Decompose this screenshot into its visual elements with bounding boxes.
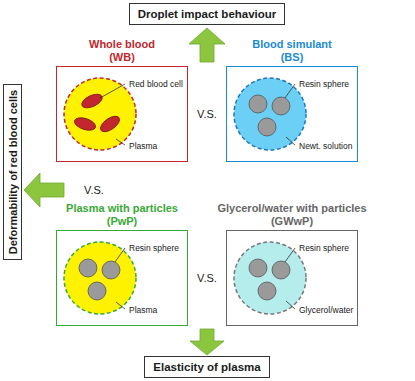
resin-sphere <box>249 95 267 113</box>
part-label: Plasma <box>129 305 157 315</box>
part-label: Resin sphere <box>129 243 179 253</box>
versus-label: V.S. <box>197 108 217 121</box>
resin-sphere <box>102 261 120 279</box>
part-label: Glycerol/water <box>299 305 353 315</box>
resin-sphere <box>79 259 97 277</box>
part-label: Red blood cell <box>129 79 183 89</box>
block-arrow <box>189 28 225 62</box>
leader-line <box>286 137 295 145</box>
resin-sphere <box>258 118 276 136</box>
resin-sphere <box>272 97 290 115</box>
resin-sphere <box>272 261 290 279</box>
sample-panel: Glycerol/water with particles (GWwP)Resi… <box>226 230 358 326</box>
result-box: Elasticity of plasma <box>144 356 269 378</box>
part-label: Resin sphere <box>299 79 349 89</box>
sample-panel: Blood simulant (BS)Resin sphereNewt. sol… <box>226 66 358 162</box>
panel-heading: Blood simulant (BS) <box>242 38 342 64</box>
leader-line <box>116 139 125 145</box>
part-label: Newt. solution <box>299 141 352 151</box>
sample-panel: Whole blood (WB)Red blood cellPlasma <box>56 66 188 162</box>
block-arrow <box>190 329 224 355</box>
part-label: Resin sphere <box>299 243 349 253</box>
panel-heading: Whole blood (WB) <box>81 38 163 64</box>
plasma-drop <box>64 242 136 314</box>
block-arrow <box>24 173 64 207</box>
newtonian-drop <box>234 78 306 150</box>
resin-sphere <box>258 282 276 300</box>
leader-line <box>285 84 295 98</box>
red-blood-cell <box>73 115 97 132</box>
leader-line <box>116 302 125 309</box>
resin-sphere <box>249 259 267 277</box>
leader-line <box>286 301 295 309</box>
part-label: Plasma <box>129 141 157 151</box>
glycerol-drop <box>234 242 306 314</box>
panel-heading: Glycerol/water with particles (GWwP) <box>205 202 380 228</box>
leader-line <box>115 248 125 262</box>
box-text: Droplet impact behaviour <box>138 7 277 21</box>
result-box: Droplet impact behaviour <box>129 3 286 25</box>
leader-line <box>100 84 125 98</box>
red-blood-cell <box>80 91 105 110</box>
panel-heading: Plasma with particles (PwP) <box>57 202 187 228</box>
resin-sphere <box>88 282 106 300</box>
box-text: Elasticity of plasma <box>153 360 260 374</box>
box-text: Deformability of red blood cells <box>6 90 19 254</box>
result-box: Deformability of red blood cells <box>3 84 22 260</box>
versus-label: V.S. <box>84 184 104 197</box>
plasma-drop <box>64 78 136 150</box>
versus-label: V.S. <box>197 272 217 285</box>
leader-line <box>285 248 295 262</box>
sample-panel: Plasma with particles (PwP)Resin sphereP… <box>56 230 188 326</box>
red-blood-cell <box>98 113 122 135</box>
